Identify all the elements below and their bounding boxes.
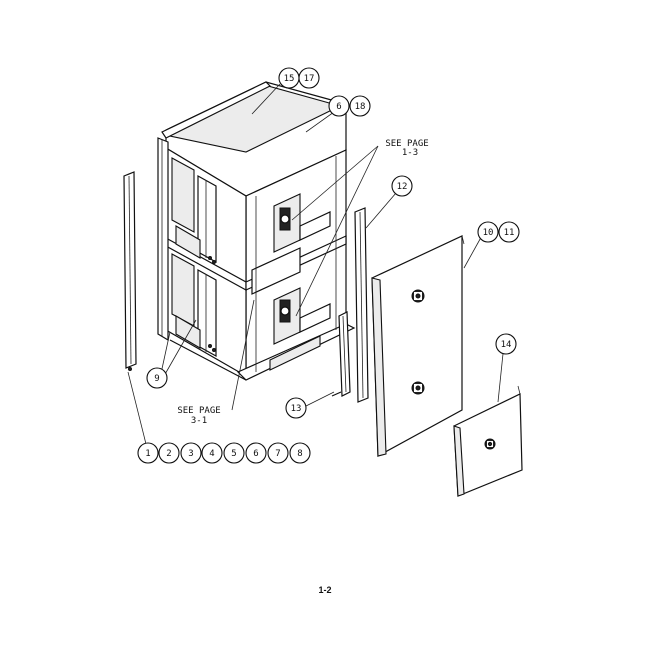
side-panel-logo-upper	[411, 289, 425, 303]
see-page-note-1-3: SEE PAGE 1-3	[385, 139, 428, 158]
see-page-note-3-1: SEE PAGE 3-1	[177, 406, 220, 426]
side-panel-logo-lower	[411, 381, 425, 395]
callout-14: 14	[495, 333, 517, 355]
callout-12: 12	[391, 175, 413, 197]
page-number: 1-2	[318, 585, 332, 595]
callout-5-label: 5	[231, 449, 236, 459]
callout-6b-label: 6	[336, 102, 341, 112]
left-trim-strip	[123, 171, 137, 371]
callout-18-label: 18	[355, 102, 366, 112]
callout-6-18: 6 18	[328, 95, 371, 117]
callout-11-label: 11	[504, 228, 515, 238]
side-panel-10-11	[371, 235, 465, 457]
callout-7-label: 7	[275, 449, 280, 459]
trim-strip-13	[331, 311, 351, 397]
oven-cabinet	[157, 81, 356, 381]
small-panel-logo	[484, 438, 496, 450]
see-page-note-1-3-line2: 1-3	[402, 148, 418, 158]
callout-10-11: 10 11	[477, 221, 520, 243]
callout-15-17: 15 17	[278, 67, 320, 89]
callout-row-1-8: 1 2 3 4 5 6 7 8	[137, 442, 311, 464]
callout-2-label: 2	[166, 449, 171, 459]
callout-9-label: 9	[154, 374, 159, 384]
callout-15-label: 15	[284, 74, 295, 84]
callout-10-label: 10	[483, 228, 494, 238]
see-page-note-1-3-line1: SEE PAGE	[385, 139, 428, 149]
callout-13-label: 13	[291, 404, 302, 414]
callout-14-label: 14	[501, 340, 512, 350]
callout-3-label: 3	[188, 449, 193, 459]
side-panel-14	[453, 385, 523, 497]
callout-1-label: 1	[145, 449, 150, 459]
trim-strip-12	[354, 207, 369, 403]
callout-12-label: 12	[397, 182, 408, 192]
callout-9: 9	[146, 367, 168, 389]
callout-13: 13	[285, 397, 307, 419]
see-page-note-3-1-line2: 3-1	[191, 416, 207, 426]
callout-4-label: 4	[209, 449, 214, 459]
see-page-note-3-1-line1: SEE PAGE	[177, 406, 220, 416]
callout-8-label: 8	[297, 449, 302, 459]
callout-6-label: 6	[253, 449, 258, 459]
callout-17-label: 17	[304, 74, 315, 84]
